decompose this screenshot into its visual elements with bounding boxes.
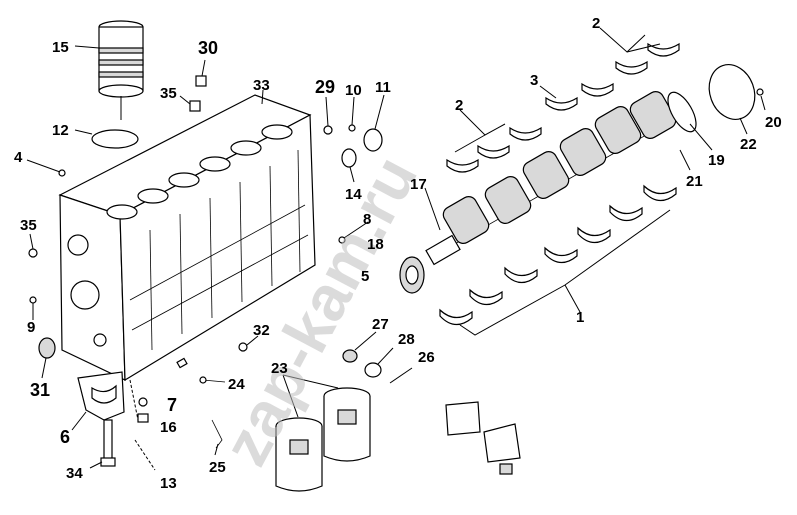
callout-6: 6 [60,427,70,447]
callout-20: 20 [765,114,782,131]
pin-8 [338,236,346,244]
callout-14: 14 [345,186,362,203]
callout-5: 5 [361,268,369,285]
callout-35b: 35 [20,217,37,234]
callout-35: 35 [160,85,177,102]
bolt-32 [238,342,248,352]
pin-26 [389,367,413,384]
pin-20 [756,88,764,96]
ring-11 [363,128,383,152]
callout-33: 33 [253,77,270,94]
cover-small [499,463,513,475]
callout-31: 31 [30,380,50,400]
callout-12: 12 [52,122,69,139]
cylinder-liner [98,20,144,120]
lower-bearing-shells [439,184,677,326]
plug-30 [195,75,207,87]
callout-2-top: 2 [592,15,600,32]
callout-11: 11 [375,79,391,96]
callout-2-left: 2 [455,97,463,114]
crank-gear [399,256,425,294]
callout-17: 17 [410,176,427,193]
main-bearing-cap [77,371,125,421]
callout-10: 10 [345,82,362,99]
screw-16 [137,413,149,423]
plug-4 [58,169,66,177]
pin-10 [348,124,356,132]
cylinder-block [58,94,316,382]
callout-3: 3 [530,72,538,89]
callout-27: 27 [372,316,389,333]
callout-32: 32 [253,322,270,339]
callouts: 15 30 35 33 29 10 11 12 4 14 35 8 18 5 9… [14,15,782,492]
gasket-a [445,401,481,436]
tappet-right [323,387,371,462]
callout-25: 25 [209,459,226,476]
rear-seal [708,64,756,120]
callout-19: 19 [708,152,725,169]
callout-26: 26 [418,349,435,366]
plug-27 [342,349,358,363]
cylinder-bores [106,124,293,220]
callout-8: 8 [363,211,371,228]
nut-small [176,357,188,369]
callout-16: 16 [160,419,177,436]
leader-lines-crank [424,27,766,336]
dowel-7 [138,397,148,407]
ring-14 [341,148,357,168]
callout-29: 29 [315,77,335,97]
plug-35-top [189,100,201,112]
plug-9 [29,296,37,304]
callout-24: 24 [228,376,245,393]
callout-21: 21 [686,173,703,190]
callout-7: 7 [167,395,177,415]
callout-28: 28 [398,331,415,348]
callout-4: 4 [14,149,23,166]
block-ribs [129,149,309,351]
callout-23: 23 [271,360,288,377]
plug-29 [323,125,333,135]
callout-18: 18 [367,236,384,253]
callout-22: 22 [740,136,757,153]
leader-lines-block [26,45,385,421]
callout-34: 34 [66,465,83,482]
tappet-left [275,417,323,492]
liner-seal-ring [91,129,139,149]
callout-30: 30 [198,38,218,58]
upper-bearing-shells [446,42,680,173]
callout-1: 1 [576,309,584,326]
callout-9: 9 [27,319,35,336]
callout-15: 15 [52,39,69,56]
callout-13: 13 [160,475,177,492]
ring-28 [364,362,382,378]
plug-35-side [28,248,38,258]
seal-31 [38,337,56,359]
gasket-b [483,423,521,463]
oil-nozzle-24 [202,379,226,383]
cap-bolt [100,419,116,467]
crankshaft [425,91,697,266]
